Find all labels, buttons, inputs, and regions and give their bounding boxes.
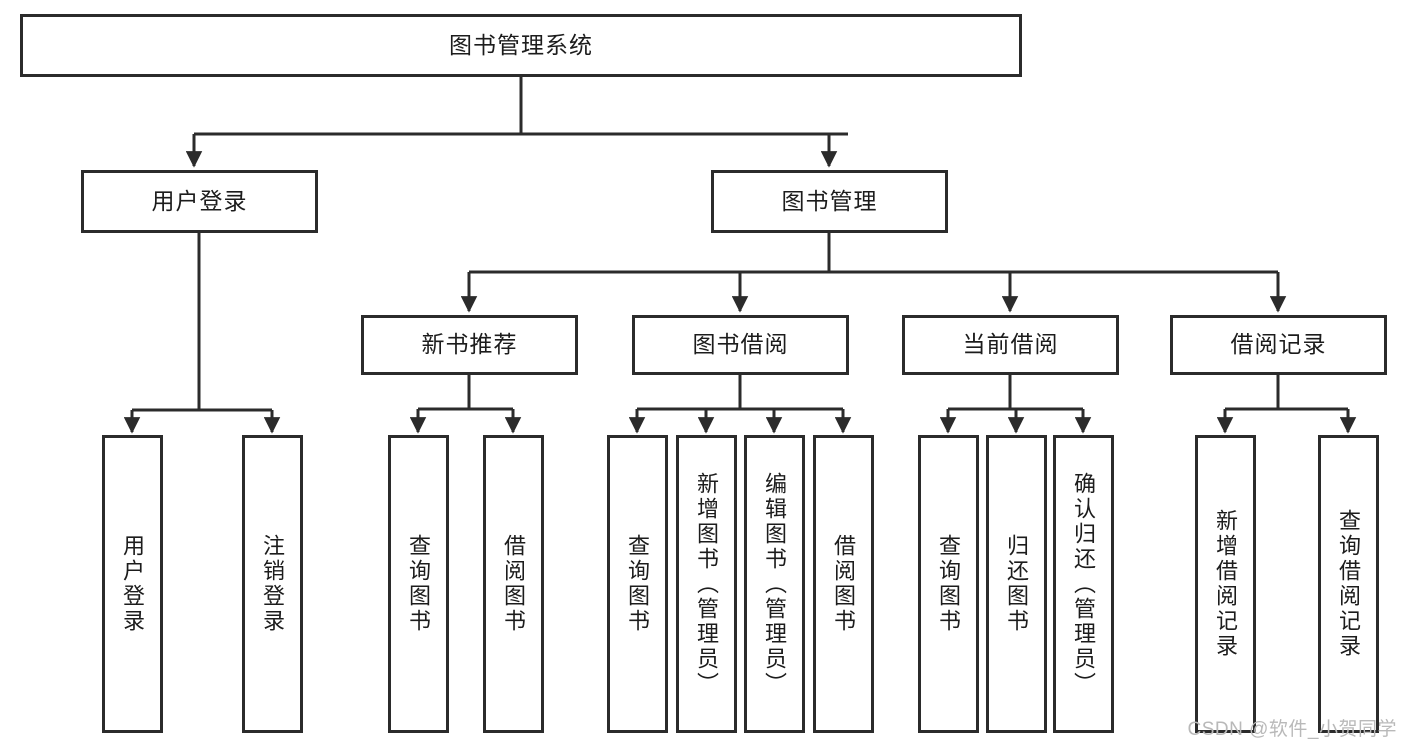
leaf-current-return-book-label: 归还图书 xyxy=(1004,534,1030,634)
leaf-borrow-borrow-book[interactable]: 借阅图书 xyxy=(813,435,874,733)
leaf-recommend-borrow-book[interactable]: 借阅图书 xyxy=(483,435,544,733)
node-book-borrow-label: 图书借阅 xyxy=(692,331,789,358)
leaf-records-query-record[interactable]: 查询借阅记录 xyxy=(1318,435,1379,733)
leaf-borrow-edit-book-label: 编辑图书（管理员） xyxy=(762,471,788,697)
watermark-text: CSDN @软件_小贺同学 xyxy=(1187,719,1397,740)
leaf-records-add-record[interactable]: 新增借阅记录 xyxy=(1195,435,1256,733)
leaf-user-login-logout[interactable]: 注销登录 xyxy=(242,435,303,733)
leaf-borrow-add-book[interactable]: 新增图书（管理员） xyxy=(676,435,737,733)
node-book-management-label: 图书管理 xyxy=(781,187,878,214)
leaf-current-confirm-return[interactable]: 确认归还（管理员） xyxy=(1053,435,1114,733)
leaf-borrow-borrow-book-label: 借阅图书 xyxy=(831,534,857,634)
leaf-borrow-query-book[interactable]: 查询图书 xyxy=(607,435,668,733)
node-user-login-label: 用户登录 xyxy=(151,187,248,214)
leaf-user-login-logout-label: 注销登录 xyxy=(260,534,286,634)
leaf-borrow-add-book-label: 新增图书（管理员） xyxy=(694,471,720,697)
node-borrow-records-label: 借阅记录 xyxy=(1230,331,1327,358)
leaf-current-return-book[interactable]: 归还图书 xyxy=(986,435,1047,733)
node-book-management[interactable]: 图书管理 xyxy=(711,170,948,233)
leaf-current-query-book-label: 查询图书 xyxy=(936,534,962,634)
node-new-book-recommend[interactable]: 新书推荐 xyxy=(361,315,578,375)
node-user-login[interactable]: 用户登录 xyxy=(81,170,318,233)
node-root[interactable]: 图书管理系统 xyxy=(20,14,1022,77)
node-borrow-records[interactable]: 借阅记录 xyxy=(1170,315,1387,375)
leaf-current-query-book[interactable]: 查询图书 xyxy=(918,435,979,733)
leaf-user-login-login[interactable]: 用户登录 xyxy=(102,435,163,733)
leaf-recommend-borrow-book-label: 借阅图书 xyxy=(501,534,527,634)
leaf-user-login-login-label: 用户登录 xyxy=(120,534,146,634)
node-current-borrow-label: 当前借阅 xyxy=(962,331,1059,358)
leaf-recommend-query-book[interactable]: 查询图书 xyxy=(388,435,449,733)
node-root-label: 图书管理系统 xyxy=(449,31,593,58)
leaf-borrow-edit-book[interactable]: 编辑图书（管理员） xyxy=(744,435,805,733)
node-current-borrow[interactable]: 当前借阅 xyxy=(902,315,1119,375)
leaf-recommend-query-book-label: 查询图书 xyxy=(406,534,432,634)
leaf-borrow-query-book-label: 查询图书 xyxy=(625,534,651,634)
leaf-records-query-record-label: 查询借阅记录 xyxy=(1336,509,1362,659)
node-new-book-recommend-label: 新书推荐 xyxy=(421,331,518,358)
leaf-records-add-record-label: 新增借阅记录 xyxy=(1213,509,1239,659)
node-book-borrow[interactable]: 图书借阅 xyxy=(632,315,849,375)
leaf-current-confirm-return-label: 确认归还（管理员） xyxy=(1071,471,1097,697)
